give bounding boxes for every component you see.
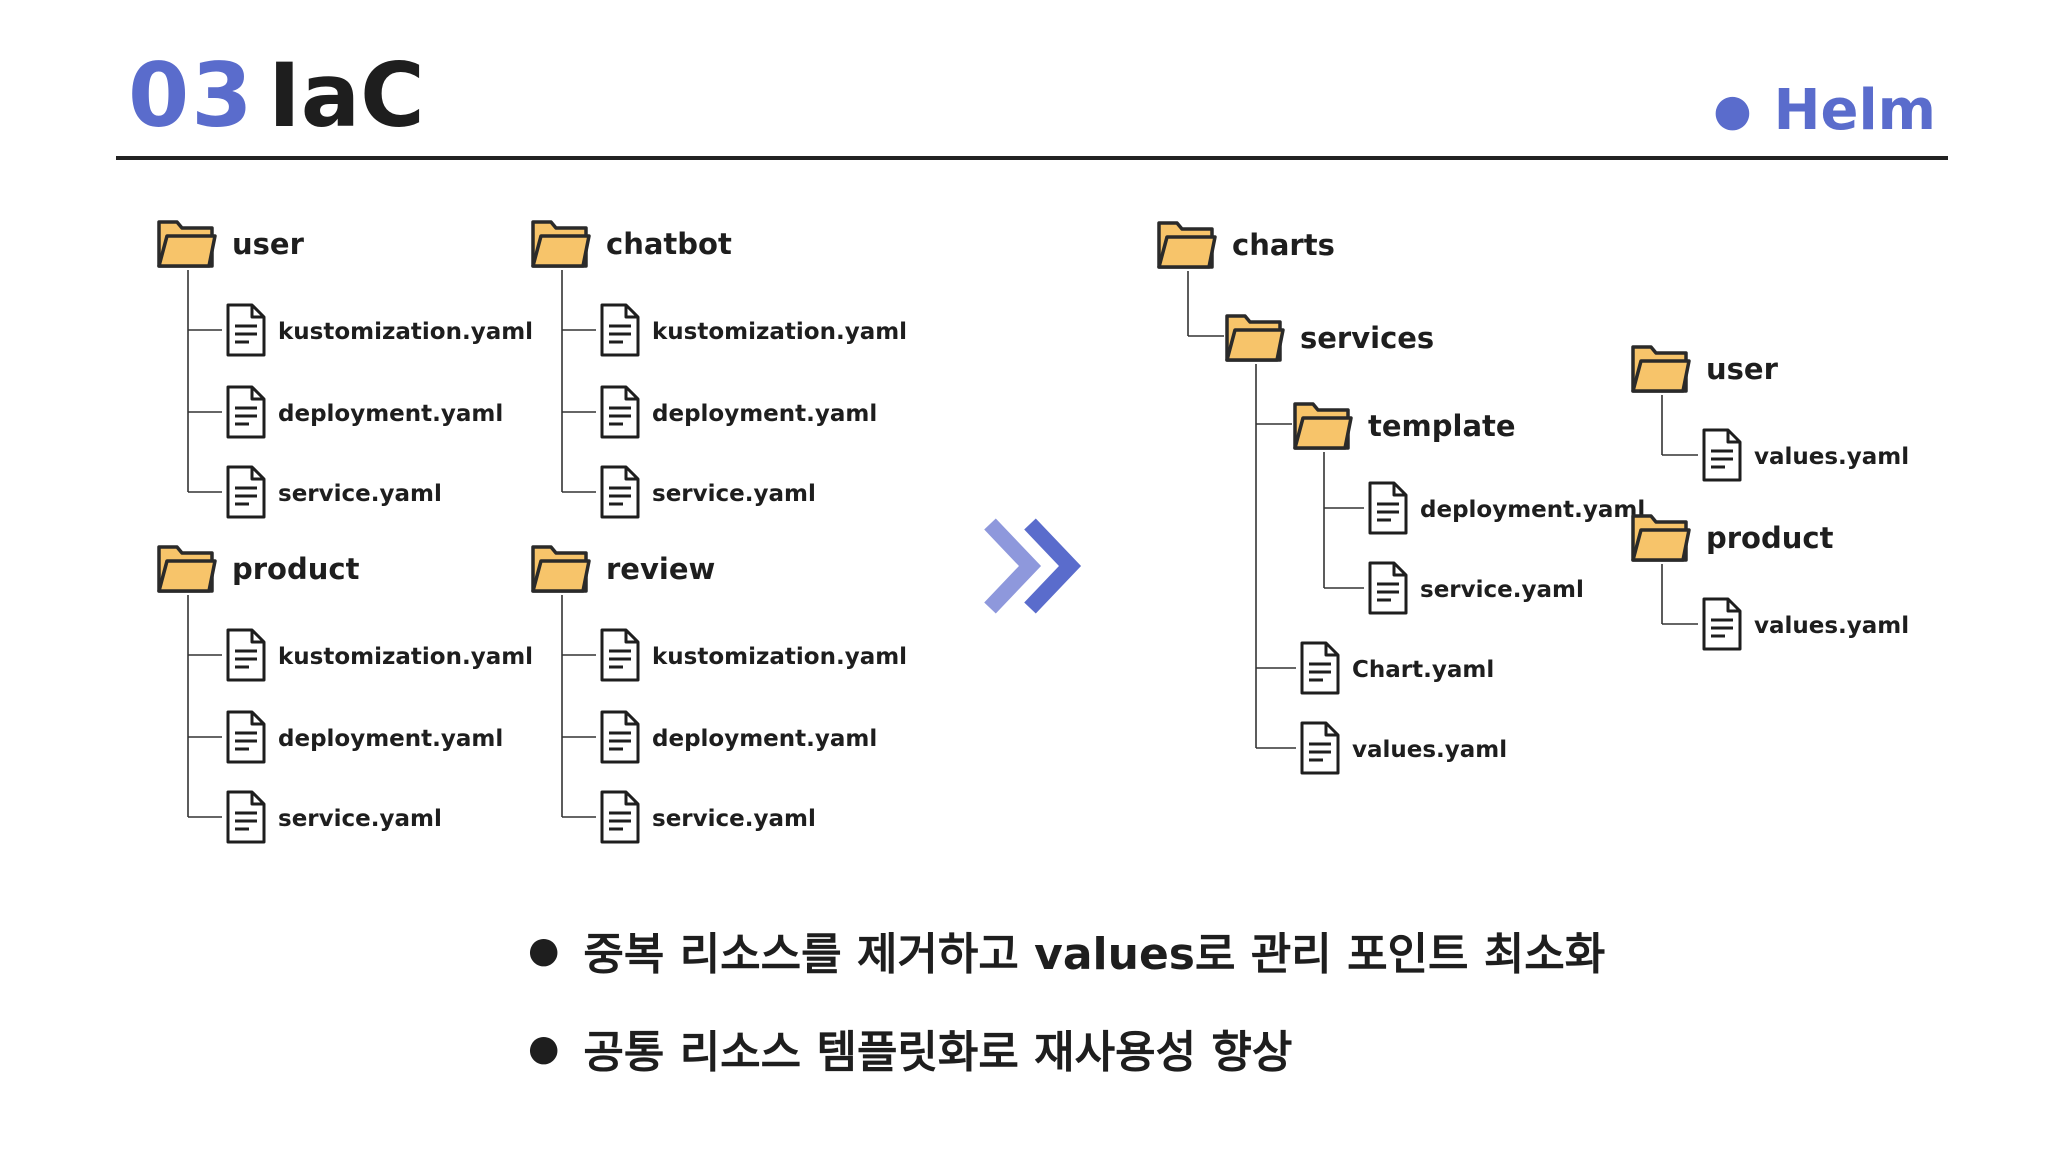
file-icon xyxy=(224,789,268,849)
file-icon xyxy=(224,302,268,362)
slide-number: 03 xyxy=(128,44,255,147)
file-label: values.yaml xyxy=(1352,737,1508,763)
bullet-item: ● 중복 리소스를 제거하고 values로 관리 포인트 최소화 xyxy=(528,920,1605,980)
file-item: service.yaml xyxy=(224,464,442,524)
folder-label: product xyxy=(232,552,360,586)
file-icon xyxy=(224,627,268,687)
folder-icon xyxy=(1630,339,1692,399)
file-item: deployment.yaml xyxy=(224,709,503,769)
file-label: deployment.yaml xyxy=(652,726,878,752)
file-label: values.yaml xyxy=(1754,444,1910,470)
file-item: service.yaml xyxy=(224,789,442,849)
file-icon xyxy=(1366,560,1410,620)
file-label: deployment.yaml xyxy=(278,401,504,427)
file-icon xyxy=(1298,720,1342,780)
folder-user-values: user xyxy=(1630,339,1778,399)
file-label: service.yaml xyxy=(278,806,442,832)
folder-label: template xyxy=(1368,409,1516,443)
file-label: kustomization.yaml xyxy=(652,319,908,345)
file-icon xyxy=(1298,640,1342,700)
file-icon xyxy=(598,709,642,769)
file-label: service.yaml xyxy=(652,806,816,832)
folder-services: services xyxy=(1224,308,1434,368)
file-item: service.yaml xyxy=(1366,560,1584,620)
file-icon xyxy=(598,302,642,362)
file-item: kustomization.yaml xyxy=(224,302,533,362)
folder-review: review xyxy=(530,539,715,599)
file-label: values.yaml xyxy=(1754,613,1910,639)
header-divider xyxy=(116,156,1948,160)
file-label: Chart.yaml xyxy=(1352,657,1495,683)
file-item: service.yaml xyxy=(598,789,816,849)
bullet-item: ● 공통 리소스 템플릿화로 재사용성 향상 xyxy=(528,1018,1605,1078)
double-chevron-right-icon xyxy=(984,518,1082,614)
slide-title: IaC xyxy=(268,44,425,147)
file-label: kustomization.yaml xyxy=(652,644,908,670)
folder-icon xyxy=(1224,308,1286,368)
section-label-text: Helm xyxy=(1773,78,1936,143)
bullet-dot-icon: ● xyxy=(528,929,560,971)
folder-icon xyxy=(1292,396,1354,456)
file-label: kustomization.yaml xyxy=(278,319,534,345)
file-label: deployment.yaml xyxy=(1420,497,1646,523)
bullet-text: 중복 리소스를 제거하고 values로 관리 포인트 최소화 xyxy=(583,929,1606,980)
bullet-text: 공통 리소스 템플릿화로 재사용성 향상 xyxy=(583,1027,1293,1078)
file-item: deployment.yaml xyxy=(598,709,877,769)
file-icon xyxy=(598,627,642,687)
folder-icon xyxy=(156,539,218,599)
file-icon xyxy=(1366,480,1410,540)
file-item: kustomization.yaml xyxy=(598,627,907,687)
file-label: deployment.yaml xyxy=(652,401,878,427)
file-label: service.yaml xyxy=(652,481,816,507)
folder-label: product xyxy=(1706,521,1834,555)
file-icon xyxy=(1700,596,1744,656)
folder-product-values: product xyxy=(1630,508,1833,568)
file-label: deployment.yaml xyxy=(278,726,504,752)
folder-icon xyxy=(530,214,592,274)
file-item: deployment.yaml xyxy=(1366,480,1645,540)
folder-icon xyxy=(530,539,592,599)
file-icon xyxy=(598,464,642,524)
bullet-icon: ● xyxy=(1713,85,1752,136)
file-item: kustomization.yaml xyxy=(598,302,907,362)
file-icon xyxy=(224,709,268,769)
file-icon xyxy=(224,464,268,524)
tree-connectors xyxy=(187,270,1698,818)
folder-template: template xyxy=(1292,396,1516,456)
file-item: Chart.yaml xyxy=(1298,640,1494,700)
file-icon xyxy=(224,384,268,444)
file-label: service.yaml xyxy=(1420,577,1584,603)
folder-label: review xyxy=(606,552,716,586)
file-label: service.yaml xyxy=(278,481,442,507)
folder-icon xyxy=(156,214,218,274)
file-icon xyxy=(598,789,642,849)
folder-label: user xyxy=(232,227,304,261)
folder-icon xyxy=(1630,508,1692,568)
file-item: deployment.yaml xyxy=(598,384,877,444)
file-label: kustomization.yaml xyxy=(278,644,534,670)
folder-chatbot: chatbot xyxy=(530,214,732,274)
folder-user: user xyxy=(156,214,304,274)
file-item: values.yaml xyxy=(1298,720,1507,780)
folder-product: product xyxy=(156,539,359,599)
summary-bullets: ● 중복 리소스를 제거하고 values로 관리 포인트 최소화 ● 공통 리… xyxy=(528,920,1605,1116)
folder-label: charts xyxy=(1232,228,1335,262)
folder-icon xyxy=(1156,215,1218,275)
folder-label: services xyxy=(1300,321,1435,355)
folder-label: chatbot xyxy=(606,227,732,261)
folder-label: user xyxy=(1706,352,1778,386)
file-icon xyxy=(598,384,642,444)
section-label: ● Helm xyxy=(1713,78,1936,143)
bullet-dot-icon: ● xyxy=(528,1027,560,1069)
file-item: values.yaml xyxy=(1700,596,1909,656)
file-icon xyxy=(1700,427,1744,487)
file-item: service.yaml xyxy=(598,464,816,524)
file-item: kustomization.yaml xyxy=(224,627,533,687)
folder-charts: charts xyxy=(1156,215,1335,275)
file-item: values.yaml xyxy=(1700,427,1909,487)
file-item: deployment.yaml xyxy=(224,384,503,444)
